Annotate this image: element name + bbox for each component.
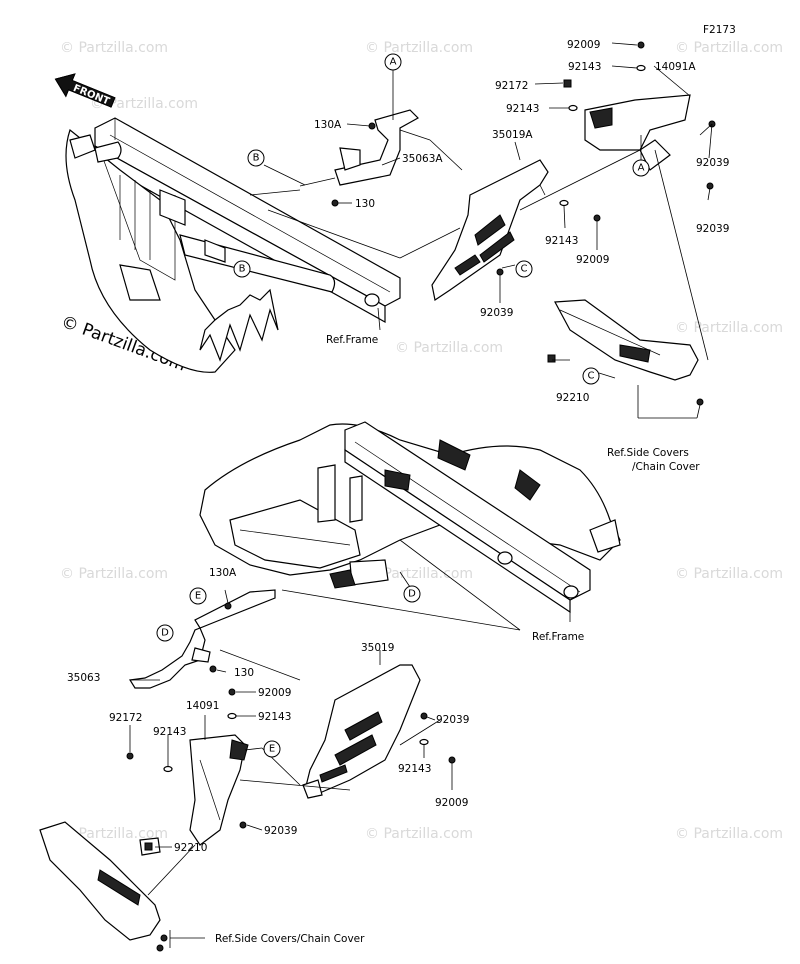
upper-cover-35019a bbox=[431, 159, 549, 301]
callout-d-frame: D bbox=[403, 585, 421, 603]
svg-text:B: B bbox=[239, 264, 246, 275]
upper-frame bbox=[65, 117, 401, 373]
part-number-label: 92143 bbox=[258, 711, 291, 723]
watermark: © Partzilla.com bbox=[675, 40, 783, 56]
ref-label: Ref.Frame bbox=[532, 631, 584, 643]
part-number-label: 130A bbox=[209, 567, 237, 579]
part-number-label: 92143 bbox=[568, 61, 601, 73]
part-number-label: 130 bbox=[355, 198, 375, 210]
part-number-label: 92143 bbox=[153, 726, 186, 738]
svg-text:E: E bbox=[269, 744, 275, 755]
part-number-label: 92143 bbox=[545, 235, 578, 247]
watermark: © Partzilla.com bbox=[90, 96, 198, 112]
watermark: © Partzilla.com bbox=[675, 826, 783, 842]
upper-guard-14091a bbox=[584, 94, 691, 171]
svg-text:D: D bbox=[408, 589, 416, 600]
part-number-label: 92039 bbox=[696, 157, 729, 169]
callout-c-side: C bbox=[582, 367, 600, 385]
part-number-label: 92039 bbox=[436, 714, 469, 726]
part-number-label: 35019A bbox=[492, 129, 533, 141]
watermark-layer: © Partzilla.com © Partzilla.com © Partzi… bbox=[60, 40, 783, 842]
part-number-label: 14091 bbox=[186, 700, 219, 712]
part-number-label: 92009 bbox=[435, 797, 468, 809]
svg-text:D: D bbox=[161, 628, 169, 639]
lower-frame bbox=[199, 421, 621, 614]
lower-cover-35019 bbox=[302, 664, 421, 799]
upper-side-cover bbox=[554, 299, 699, 381]
watermark: © Partzilla.com bbox=[675, 320, 783, 336]
svg-text:B: B bbox=[253, 153, 260, 164]
part-number-label: 14091A bbox=[655, 61, 696, 73]
ref-label: Ref.Frame bbox=[326, 334, 378, 346]
part-number-label: 92210 bbox=[556, 392, 589, 404]
lower-part-labels: Ref.Frame 130A 35019 35063 130 92009 140… bbox=[67, 567, 584, 945]
callout-d-bracket: D bbox=[156, 624, 174, 642]
watermark: © Partzilla.com bbox=[365, 566, 473, 582]
watermark: © Partzilla.com bbox=[60, 826, 168, 842]
callout-a-upper-right: A bbox=[632, 159, 650, 177]
svg-text:A: A bbox=[390, 57, 397, 68]
part-number-label: 92009 bbox=[576, 254, 609, 266]
lower-bracket-35063 bbox=[128, 589, 276, 689]
part-number-label: 92009 bbox=[567, 39, 600, 51]
ref-label: Ref.Side Covers bbox=[607, 447, 689, 459]
watermark: © Partzilla.com bbox=[365, 826, 473, 842]
part-number-label: 92039 bbox=[696, 223, 729, 235]
part-number-label: 92143 bbox=[506, 103, 539, 115]
callout-e-bracket: E bbox=[189, 587, 207, 605]
part-number-label: 35063A bbox=[402, 153, 443, 165]
callout-a-upper: A bbox=[384, 53, 402, 71]
svg-text:C: C bbox=[588, 371, 595, 382]
lower-leaders bbox=[129, 539, 571, 948]
part-number-label: 92143 bbox=[398, 763, 431, 775]
lower-fasteners bbox=[126, 602, 456, 952]
watermark: © Partzilla.com bbox=[60, 566, 168, 582]
callout-b-upper: B bbox=[247, 149, 265, 167]
part-number-label: 35063 bbox=[67, 672, 100, 684]
part-number-label: 130 bbox=[234, 667, 254, 679]
part-number-label: 92210 bbox=[174, 842, 207, 854]
svg-text:A: A bbox=[638, 163, 645, 174]
upper-leaders bbox=[249, 42, 713, 419]
callout-markers: A A B B C C D D E E bbox=[156, 53, 650, 758]
ref-label: Ref.Side Covers/Chain Cover bbox=[215, 933, 365, 945]
svg-text:E: E bbox=[195, 591, 201, 602]
part-number-label: 92039 bbox=[264, 825, 297, 837]
lower-guard-14091 bbox=[189, 734, 249, 846]
part-number-label: 92009 bbox=[258, 687, 291, 699]
watermark: © Partzilla.com bbox=[365, 40, 473, 56]
callout-c-upper: C bbox=[515, 260, 533, 278]
figure-code: F2173 bbox=[703, 24, 736, 36]
callout-b-frame: B bbox=[233, 260, 251, 278]
upper-bracket-35063a bbox=[299, 109, 419, 187]
ref-label: /Chain Cover bbox=[632, 461, 700, 473]
watermark: © Partzilla.com bbox=[60, 40, 168, 56]
part-number-label: 35019 bbox=[361, 642, 394, 654]
part-number-label: 92172 bbox=[109, 712, 142, 724]
part-number-label: 92172 bbox=[495, 80, 528, 92]
part-number-label: 92039 bbox=[480, 307, 513, 319]
callout-e-guard: E bbox=[263, 740, 281, 758]
upper-part-labels: 92009 92143 14091A 92172 92143 130A 3501… bbox=[314, 39, 729, 473]
svg-text:C: C bbox=[521, 264, 528, 275]
watermark: © Partzilla.com bbox=[395, 340, 503, 356]
watermark: © Partzilla.com bbox=[675, 566, 783, 582]
part-number-label: 130A bbox=[314, 119, 342, 131]
